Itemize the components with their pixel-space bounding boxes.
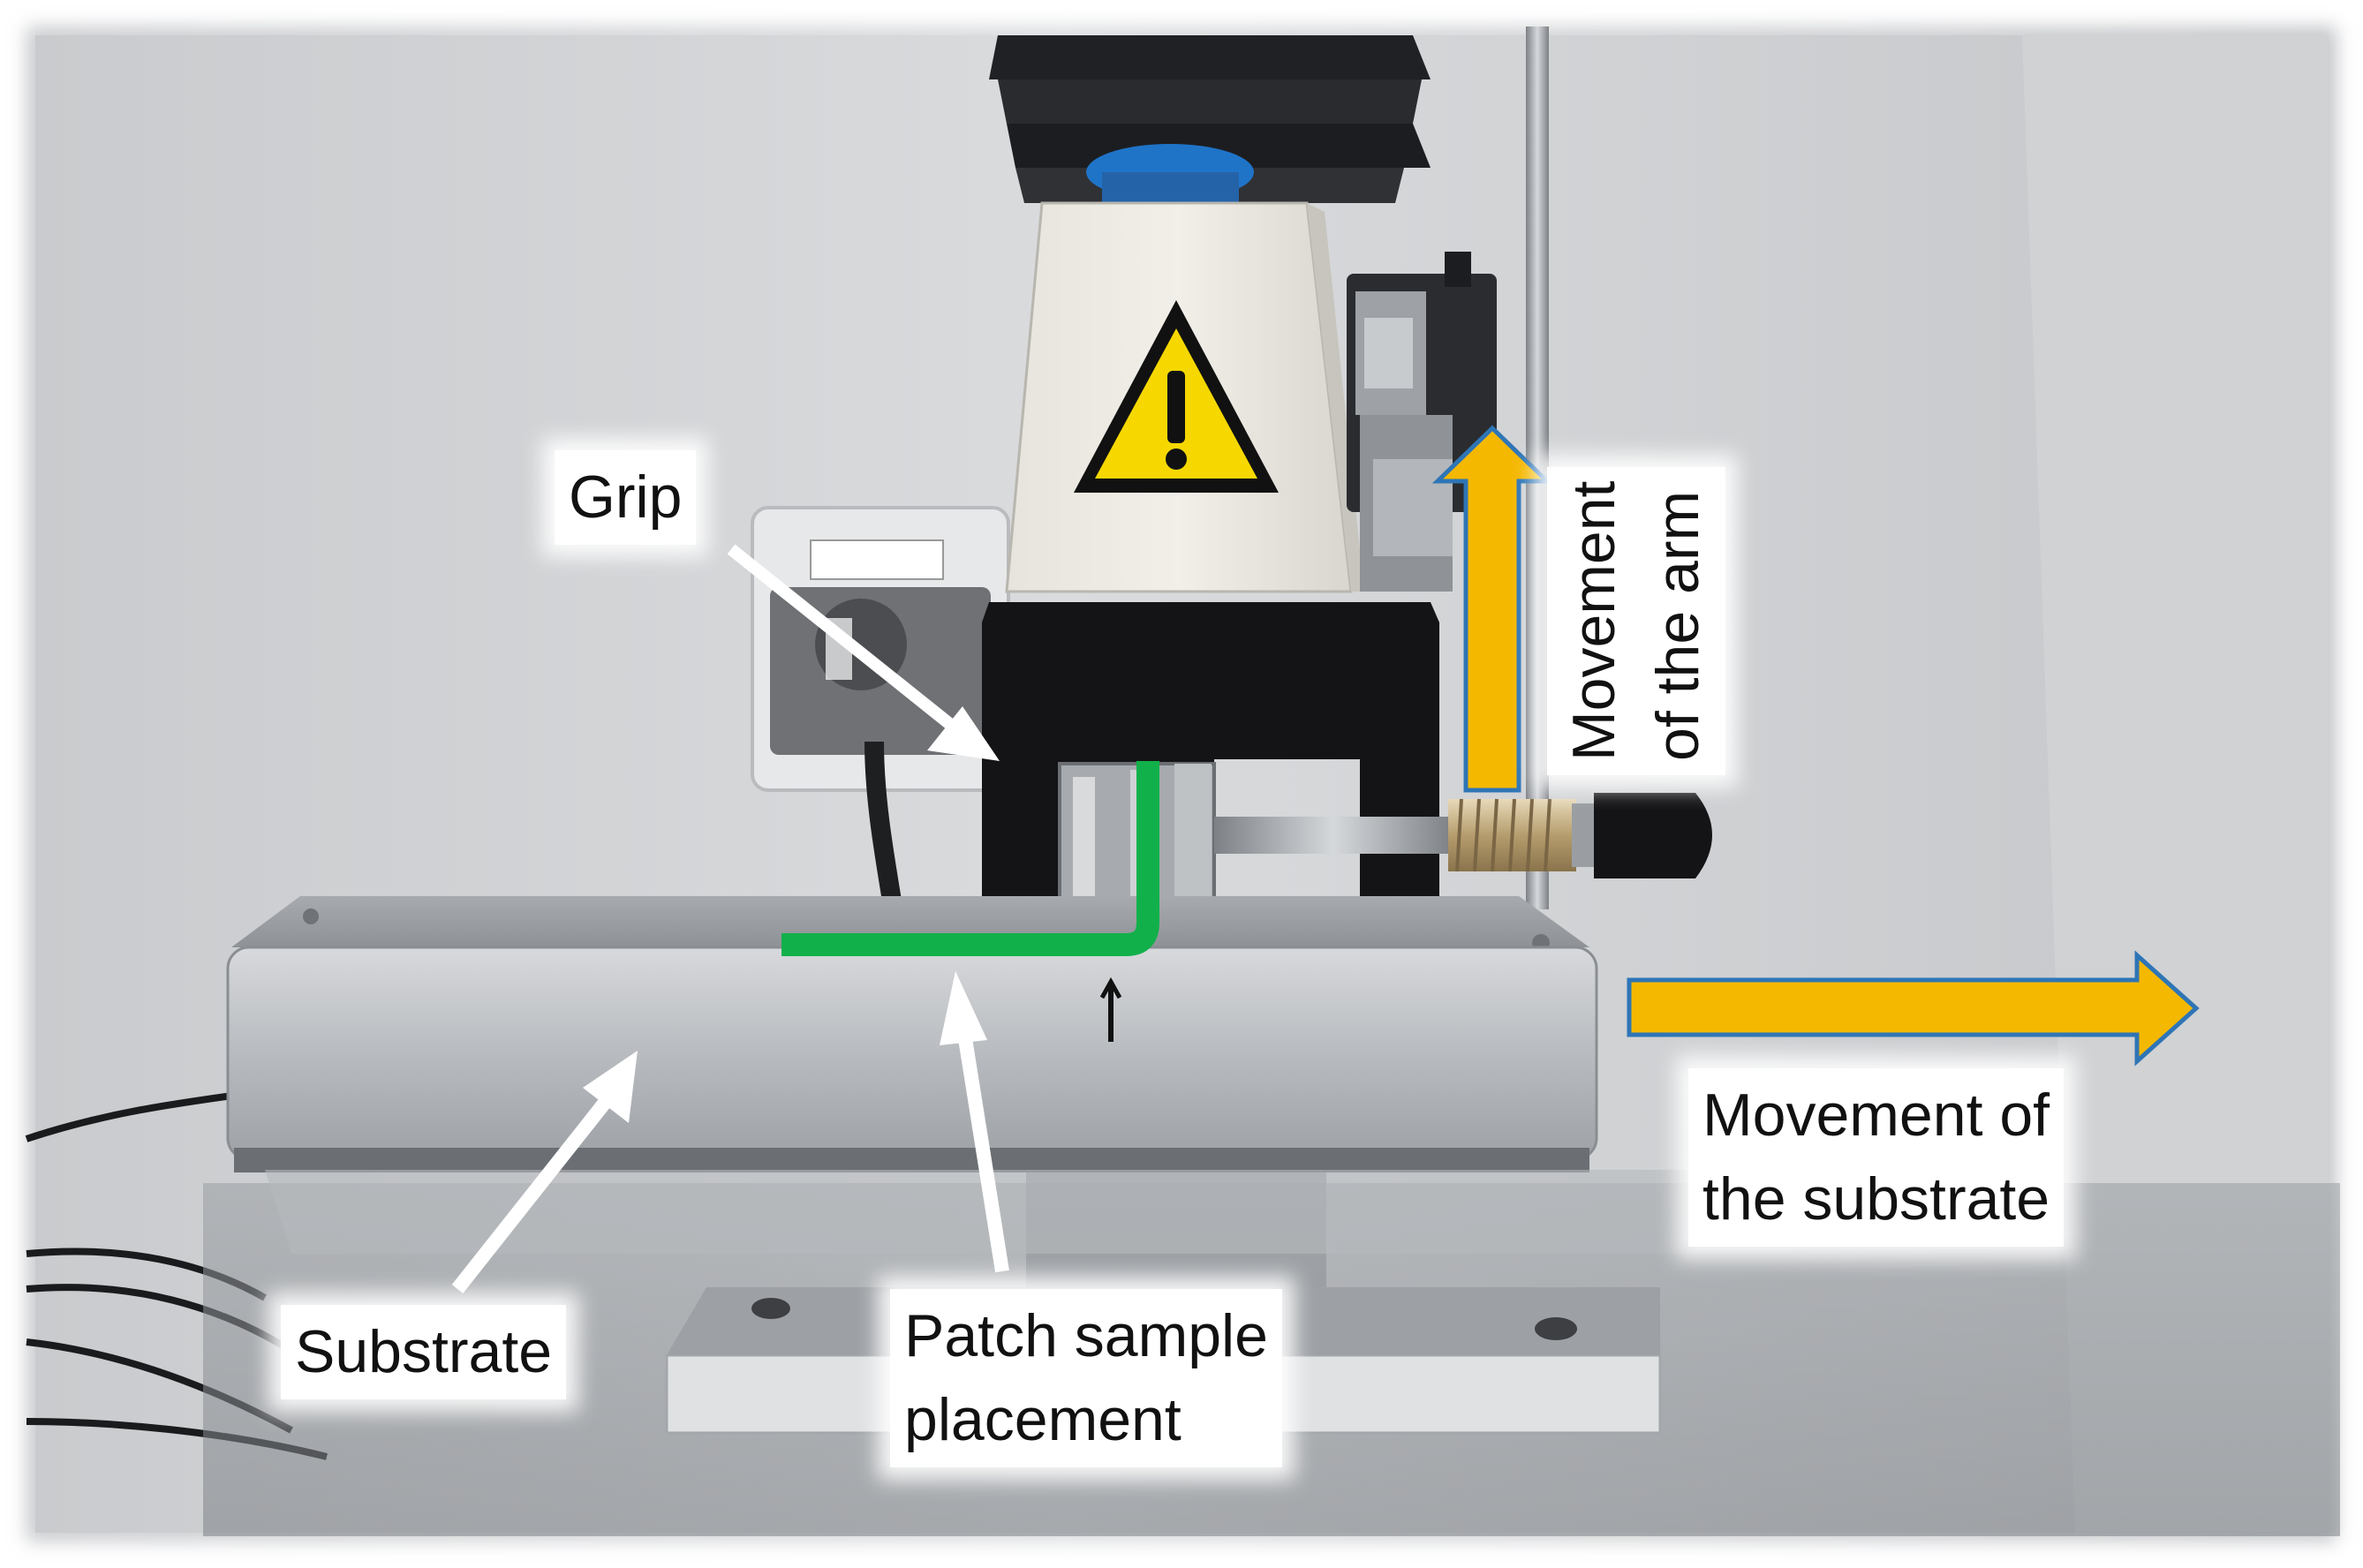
patch-pointer-arrow [940,971,1009,1273]
grip-pointer-arrow [727,544,1000,761]
substrate-plate [226,896,1598,1172]
arm-movement-line2: of the arm [1644,490,1712,761]
arm-movement-label: Movement of the arm [1547,466,1726,775]
arm-movement-line1: Movement [1560,480,1627,761]
substrate-pointer-arrow [451,1051,638,1293]
patch-sample [781,761,1159,956]
substrate-label-text: Substrate [295,1318,553,1385]
grip-label: Grip [555,450,697,546]
load-cell-housing [1005,201,1364,593]
bellows [989,35,1431,207]
pointer-arrows [451,544,1009,1293]
patch-label-line2: placement [904,1386,1182,1454]
substrate-movement-line2: the substrate [1702,1165,2050,1233]
substrate-label: Substrate [281,1305,567,1400]
substrate-movement-arrow [1627,950,2200,1067]
warning-triangle-icon [1074,300,1279,493]
arm-movement-arrow [1431,425,1553,793]
substrate-movement-label: Movement of the substrate [1688,1068,2065,1248]
grip-label-text: Grip [569,464,683,531]
patch-label-line1: Patch sample [904,1302,1268,1369]
substrate-movement-line1: Movement of [1702,1082,2050,1149]
side-sensor [1347,252,1497,592]
patch-placement-label: Patch sample placement [890,1289,1282,1468]
